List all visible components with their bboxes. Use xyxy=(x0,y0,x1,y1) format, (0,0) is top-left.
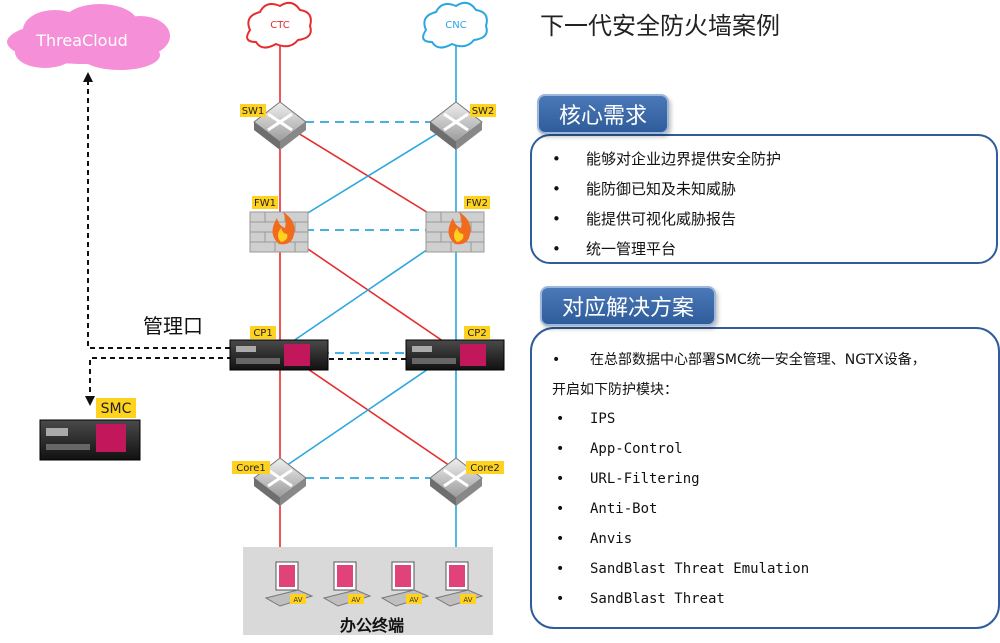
solution-box: •在总部数据中心部署SMC统一安全管理、NGTX设备， 开启如下防护模块： •I… xyxy=(530,327,1000,629)
cnc-label: CNC xyxy=(445,20,466,31)
laptop-icon xyxy=(264,561,314,607)
fw2-label: FW2 xyxy=(466,198,488,209)
peer-links xyxy=(305,121,432,479)
office-terminal-label: 办公终端 xyxy=(340,616,405,635)
firewall-fw2 xyxy=(425,211,485,253)
list-item: •能防御已知及未知威胁 xyxy=(552,180,737,198)
list-item: •Anti-Bot xyxy=(556,501,658,517)
mgmt-port-label: 管理口 xyxy=(143,314,203,338)
label-tag-sw2 xyxy=(470,104,496,117)
label-tag-fw2 xyxy=(464,196,490,209)
requirements-box: •能够对企业边界提供安全防护 •能防御已知及未知威胁 •能提供可视化威胁报告 •… xyxy=(530,134,998,264)
requirements-header: 核心需求 xyxy=(537,94,670,134)
label-tag-cp2 xyxy=(464,326,490,339)
core1-label: Core1 xyxy=(236,463,266,474)
list-item: •能够对企业边界提供安全防护 xyxy=(552,150,782,168)
list-item: •URL-Filtering xyxy=(556,471,700,487)
av-label: AV xyxy=(351,596,360,604)
sw1-label: SW1 xyxy=(242,106,265,117)
av-label: AV xyxy=(293,596,302,604)
page-title: 下一代安全防火墙案例 xyxy=(540,12,780,40)
laptop-icon xyxy=(322,561,372,607)
list-item: •能提供可视化威胁报告 xyxy=(552,210,737,228)
list-item: •IPS xyxy=(556,411,616,427)
ctc-links xyxy=(279,45,457,547)
cp1-label: CP1 xyxy=(253,328,272,339)
fw1-label: FW1 xyxy=(254,198,276,209)
label-tag-cp1 xyxy=(250,326,276,339)
solution-header: 对应解决方案 xyxy=(540,286,717,326)
av-label: AV xyxy=(463,596,472,604)
list-item: •Anvis xyxy=(556,531,633,547)
laptop-icon xyxy=(434,561,484,607)
ctc-cloud xyxy=(246,1,312,49)
ctc-label: CTC xyxy=(270,20,290,31)
label-tag-core1 xyxy=(232,461,270,474)
arrow-down-icon xyxy=(85,396,95,406)
label-tag-fw1 xyxy=(252,196,278,209)
solution-intro-cont: 开启如下防护模块： xyxy=(552,382,678,398)
switch-sw2 xyxy=(429,101,483,150)
threacloud-cloud xyxy=(7,4,170,70)
cp2-label: CP2 xyxy=(467,328,486,339)
appliance-cp2 xyxy=(405,339,505,371)
appliance-cp1 xyxy=(229,339,329,371)
list-item: •SandBlast Threat xyxy=(556,591,725,607)
office-laptops xyxy=(264,561,484,607)
firewall-fw1 xyxy=(249,211,309,253)
core2-label: Core2 xyxy=(470,463,500,474)
list-item: •统一管理平台 xyxy=(552,240,677,258)
cnc-links xyxy=(279,45,457,547)
cnc-cloud xyxy=(422,1,488,49)
label-tag-core2 xyxy=(466,461,504,474)
appliance-smc xyxy=(39,419,141,461)
laptop-icon xyxy=(380,561,430,607)
switch-sw1 xyxy=(253,101,307,150)
smc-label: SMC xyxy=(101,401,132,417)
label-tag-sw1 xyxy=(240,104,266,117)
list-item: •App-Control xyxy=(556,441,683,457)
solution-intro: •在总部数据中心部署SMC统一安全管理、NGTX设备， xyxy=(552,352,926,368)
arrow-up-icon xyxy=(83,72,93,82)
sw2-label: SW2 xyxy=(472,106,495,117)
mgmt-links xyxy=(87,80,410,398)
list-item: •SandBlast Threat Emulation xyxy=(556,561,810,577)
av-label: AV xyxy=(409,596,418,604)
label-tag-smc xyxy=(96,398,136,418)
threacloud-label: ThreaCloud xyxy=(35,31,128,50)
